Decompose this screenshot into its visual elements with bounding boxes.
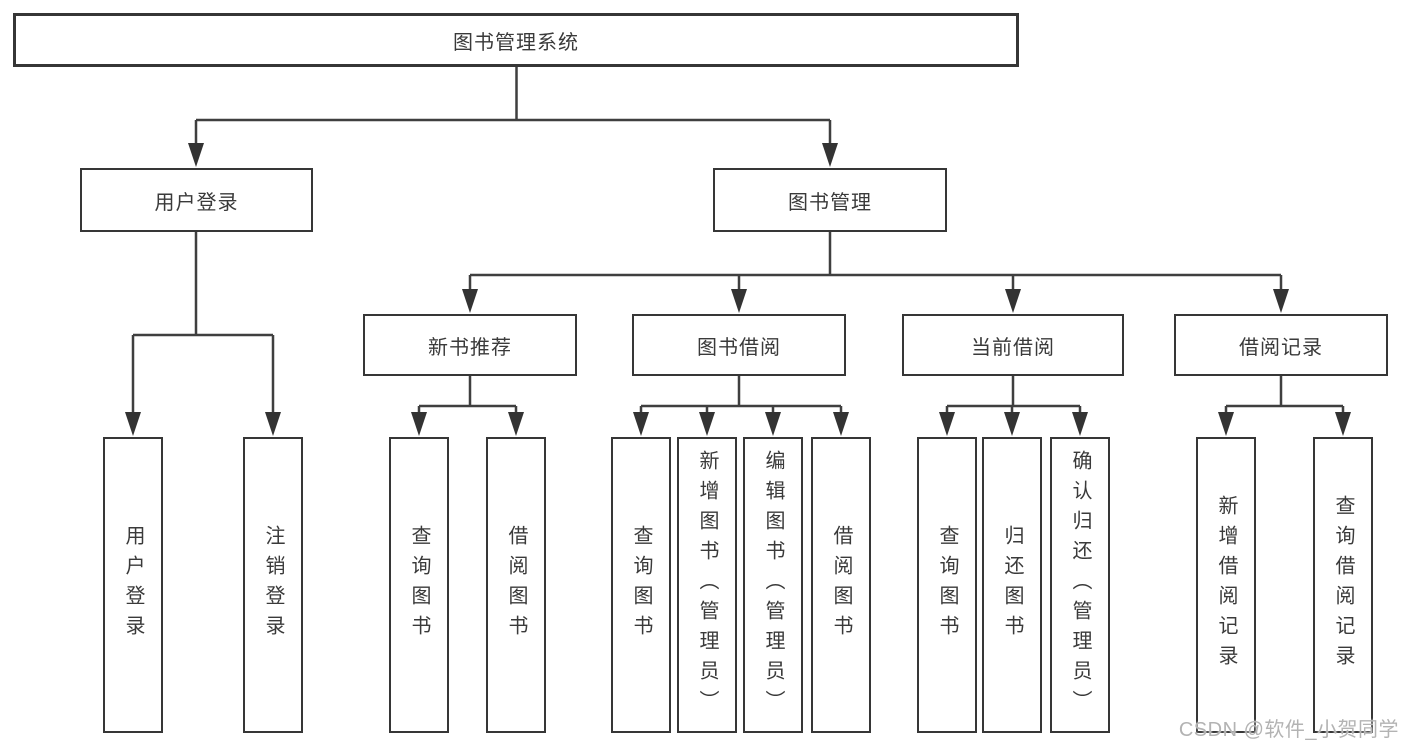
leaf-return-books: 归还图书 — [982, 437, 1042, 733]
leaf-user-login: 用户登录 — [103, 437, 163, 733]
node-label: 查询图书 — [630, 525, 652, 645]
node-label: 图书借阅 — [697, 336, 781, 359]
node-new-book-recommendation: 新书推荐 — [363, 314, 577, 376]
node-user-login-branch: 用户登录 — [80, 168, 313, 232]
node-label: 当前借阅 — [971, 336, 1055, 359]
node-label: 图书管理系统 — [453, 31, 579, 54]
node-label: 新增图书（管理员） — [696, 450, 718, 720]
leaf-query-books-borrowing: 查询图书 — [611, 437, 671, 733]
node-label: 新书推荐 — [428, 336, 512, 359]
node-label: 借阅记录 — [1239, 336, 1323, 359]
leaf-add-book-admin: 新增图书（管理员） — [677, 437, 737, 733]
leaf-borrow-books-recommend: 借阅图书 — [486, 437, 546, 733]
node-label: 注销登录 — [262, 525, 284, 645]
node-label: 用户登录 — [154, 191, 239, 214]
node-label: 借阅图书 — [830, 525, 852, 645]
node-label: 查询借阅记录 — [1332, 495, 1354, 675]
leaf-query-borrow-record: 查询借阅记录 — [1313, 437, 1373, 733]
node-label: 图书管理 — [788, 191, 872, 214]
node-label: 用户登录 — [122, 525, 144, 645]
node-label: 借阅图书 — [505, 525, 527, 645]
node-label: 查询图书 — [408, 525, 430, 645]
leaf-borrow-books-borrowing: 借阅图书 — [811, 437, 871, 733]
node-book-management: 图书管理 — [713, 168, 947, 232]
leaf-add-borrow-record: 新增借阅记录 — [1196, 437, 1256, 733]
leaf-query-books-current: 查询图书 — [917, 437, 977, 733]
node-label: 归还图书 — [1001, 525, 1023, 645]
node-current-borrowing: 当前借阅 — [902, 314, 1124, 376]
node-label: 查询图书 — [936, 525, 958, 645]
leaf-logout-login: 注销登录 — [243, 437, 303, 733]
node-label: 编辑图书（管理员） — [762, 450, 784, 720]
leaf-query-books-recommend: 查询图书 — [389, 437, 449, 733]
node-book-borrowing: 图书借阅 — [632, 314, 846, 376]
node-borrowing-records: 借阅记录 — [1174, 314, 1388, 376]
node-label: 新增借阅记录 — [1215, 495, 1237, 675]
csdn-watermark: CSDN @软件_小贺同学 — [1178, 719, 1399, 741]
leaf-confirm-return-admin: 确认归还（管理员） — [1050, 437, 1110, 733]
node-library-management-system: 图书管理系统 — [13, 13, 1019, 67]
leaf-edit-book-admin: 编辑图书（管理员） — [743, 437, 803, 733]
node-label: 确认归还（管理员） — [1069, 450, 1091, 720]
